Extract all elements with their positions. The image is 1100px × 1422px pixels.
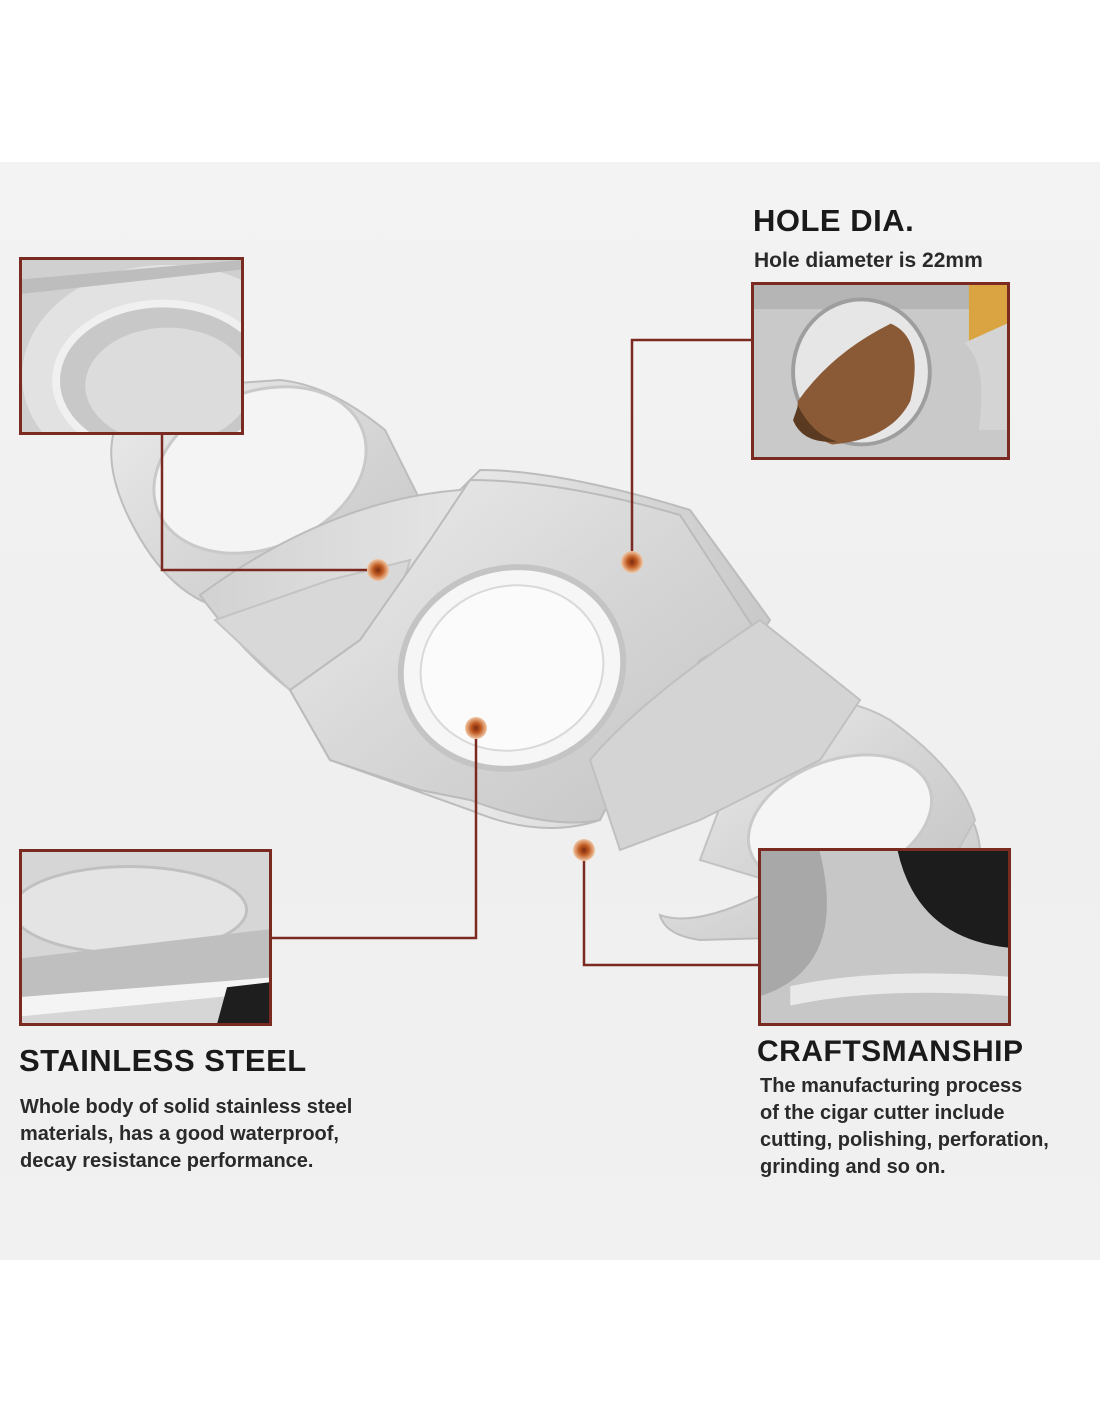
craftsmanship-title: CRAFTSMANSHIP [757, 1035, 1024, 1068]
stainless-steel-desc: Whole body of solid stainless steel mate… [20, 1094, 352, 1175]
callout-dots [367, 551, 643, 861]
callout-dot-hole-dia [621, 551, 643, 573]
stainless-steel-desc-line: materials, has a good waterproof, [20, 1123, 339, 1145]
craftsmanship-desc-line: cutting, polishing, perforation, [760, 1129, 1049, 1151]
callout-dot-hole-ring [367, 559, 389, 581]
inset-hole-ring [19, 257, 244, 435]
craftsmanship-desc: The manufacturing process of the cigar c… [760, 1073, 1049, 1181]
stainless-steel-desc-line: decay resistance performance. [20, 1150, 314, 1172]
hole-dia-desc-line: Hole diameter is 22mm [754, 249, 983, 272]
blade-ring-closeup-icon [22, 260, 241, 432]
callout-dot-craft [573, 839, 595, 861]
craftsmanship-desc-line: of the cigar cutter include [760, 1102, 1005, 1124]
callout-dot-steel [465, 717, 487, 739]
inset-steel-edge [19, 849, 272, 1026]
inset-polished-corner [758, 848, 1011, 1026]
cigar-in-hole-icon [754, 285, 1007, 457]
steel-edge-closeup-icon [22, 852, 269, 1023]
craftsmanship-desc-line: grinding and so on. [760, 1156, 946, 1178]
stainless-steel-desc-line: Whole body of solid stainless steel [20, 1096, 353, 1118]
stainless-steel-title: STAINLESS STEEL [19, 1043, 307, 1078]
hole-dia-desc: Hole diameter is 22mm [754, 247, 983, 274]
inset-cigar [751, 282, 1010, 460]
craftsmanship-desc-line: The manufacturing process [760, 1075, 1023, 1097]
hole-dia-title: HOLE DIA. [753, 203, 915, 238]
callout-lines [160, 338, 758, 967]
polished-corner-closeup-icon [761, 851, 1008, 1023]
